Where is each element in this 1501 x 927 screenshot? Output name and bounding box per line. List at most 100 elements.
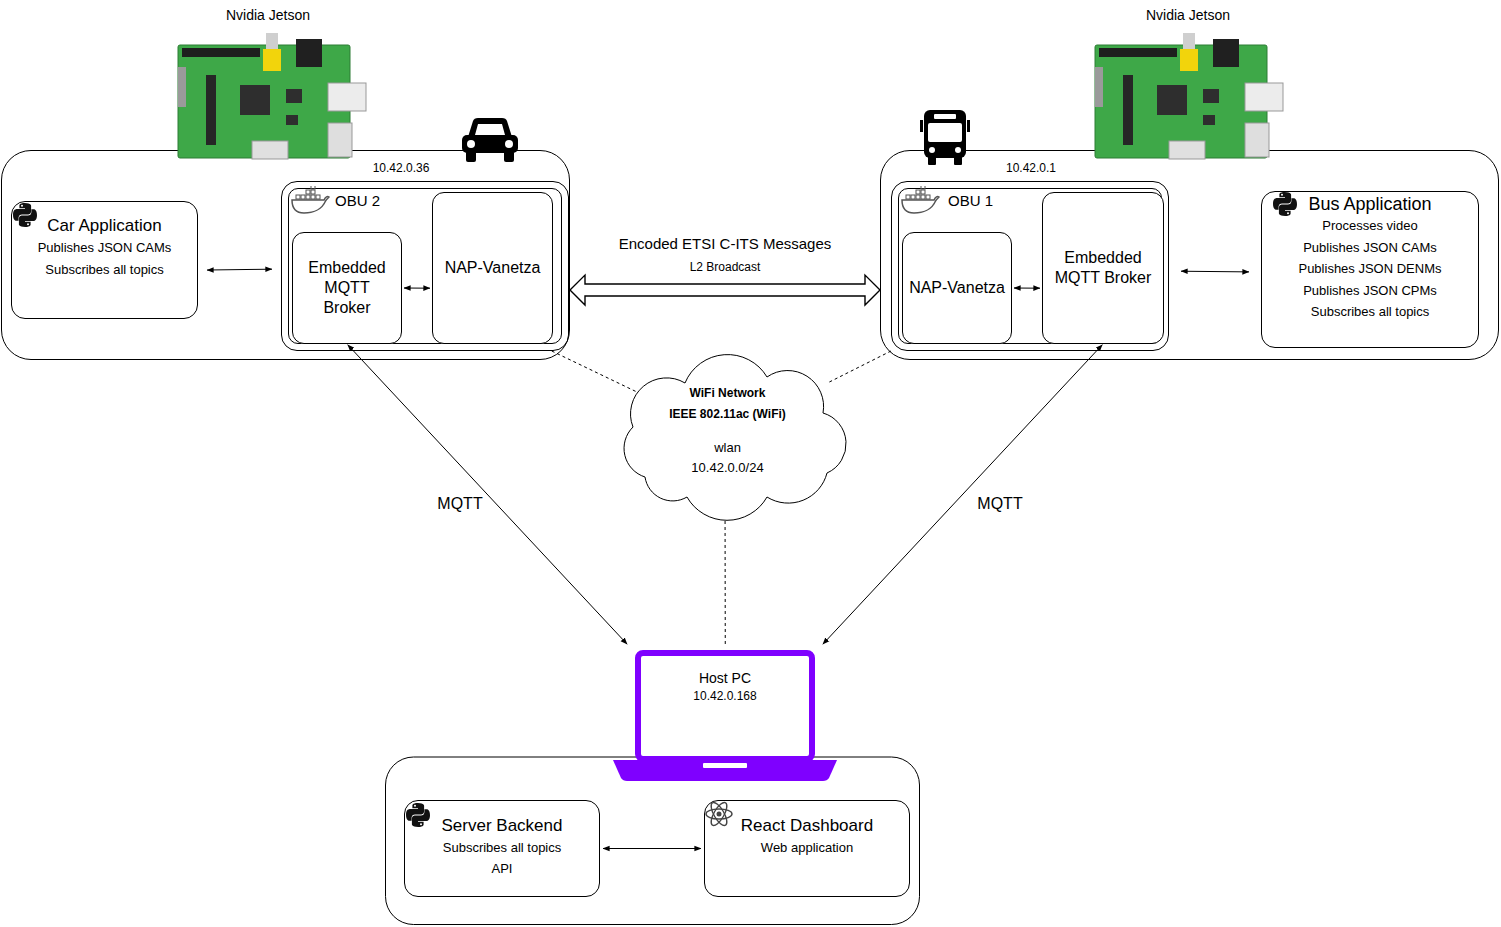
- node-text: Publishes JSON CPMs: [1303, 280, 1437, 302]
- node-title: Server Backend: [442, 815, 563, 837]
- node-title: WiFi Network: [690, 383, 766, 404]
- label-holder: L2 Broadcast: [687, 259, 764, 275]
- node-text: wlan: [714, 438, 741, 458]
- text-stack: [881, 151, 1498, 359]
- broadcast-arrow: [570, 275, 880, 305]
- device-label: Nvidia Jetson: [223, 7, 313, 23]
- node-text: Subscribes all topics: [45, 259, 164, 281]
- connector-arrow: [404, 288, 430, 289]
- bus-headlight: [955, 147, 961, 153]
- text-holder: Host PC: [675, 669, 775, 687]
- vehicle-boundary: NAP-Vanetza Embedded MQTT Broker OBU 1 Bus …: [880, 150, 1499, 360]
- link-caption: L2 Broadcast: [687, 259, 764, 275]
- network-link: [552, 351, 640, 394]
- bus-sign: [934, 114, 956, 119]
- node-title: Bus Application: [1308, 193, 1431, 215]
- car-headlight: [505, 140, 513, 148]
- vehicle-boundary: Car ApplicationPublishes JSON CAMsSubscr…: [1, 150, 570, 360]
- label-holder: Nvidia Jetson: [223, 7, 313, 23]
- node-title: Host PC: [675, 669, 775, 687]
- car-roof: [468, 118, 512, 137]
- text-stack: React DashboardWeb application: [705, 801, 909, 896]
- cloud-shape: [624, 355, 846, 521]
- node-text: Embedded MQTT Broker: [299, 258, 395, 318]
- text-stack: Server BackendSubscribes all topicsAPI: [405, 801, 599, 896]
- laptop-notch: [703, 763, 747, 768]
- connector-arrow: [1181, 271, 1249, 273]
- node-text: Subscribes all topics: [1311, 301, 1430, 323]
- mqtt-broker-box: Embedded MQTT Broker: [1042, 192, 1164, 344]
- network-link: [828, 351, 891, 383]
- node-text: Publishes JSON DENMs: [1298, 258, 1441, 280]
- nap-vanetza-box: NAP-Vanetza: [432, 192, 553, 344]
- bus-mirror: [920, 120, 923, 132]
- text-stack: NAP-Vanetza: [903, 233, 1011, 343]
- car-icon: [462, 118, 518, 162]
- connector-arrow: [823, 345, 1103, 645]
- text-holder: 10.42.0.36: [341, 159, 461, 177]
- node-title: React Dashboard: [741, 815, 873, 837]
- edge-label-holder: Encoded ETSI C-ITS Messages: [616, 235, 835, 253]
- text-holder: OBU 2: [335, 192, 380, 210]
- host-pc: Server BackendSubscribes all topicsAPI Re…: [385, 645, 920, 925]
- node-text: 10.42.0.36: [341, 159, 461, 177]
- node-text: 10.42.0.0/24: [691, 458, 763, 478]
- application-box: Bus ApplicationProcesses videoPublishes …: [1261, 191, 1479, 348]
- node-text: Embedded MQTT Broker: [1049, 248, 1157, 288]
- node-text: Web application: [761, 837, 853, 858]
- car-body: [462, 135, 518, 153]
- text-holder: OBU 1: [948, 192, 993, 210]
- edge-label: MQTT: [974, 495, 1025, 513]
- connector-arrow: [207, 269, 272, 271]
- car-windshield: [475, 124, 505, 135]
- node-text: Publishes JSON CAMs: [1303, 237, 1437, 259]
- node-text: 10.42.0.168: [675, 687, 775, 705]
- react-icon: [706, 800, 732, 828]
- edge-label: MQTT: [434, 495, 485, 513]
- node-text: 10.42.0.1: [971, 159, 1091, 177]
- network-link: [725, 509, 726, 645]
- node-title: Car Application: [47, 215, 161, 237]
- node-text: NAP-Vanetza: [909, 278, 1005, 298]
- connector-arrow: [603, 848, 701, 849]
- edge-label-holder: MQTT: [434, 495, 485, 513]
- jetson-board: [1095, 33, 1283, 159]
- text-stack: Bus ApplicationProcesses videoPublishes …: [1262, 192, 1478, 347]
- car-wheel: [466, 151, 476, 162]
- application-box: Car ApplicationPublishes JSON CAMsSubscr…: [11, 201, 198, 319]
- text-stack: NAP-Vanetza: [433, 193, 552, 343]
- wifi-network-cloud: WiFi NetworkIEEE 802.11ac (WiFi) wlan10.4…: [605, 355, 850, 509]
- text-stack: Embedded MQTT Broker: [1043, 193, 1163, 343]
- text-stack: Car ApplicationPublishes JSON CAMsSubscr…: [12, 202, 197, 318]
- python-icon: [13, 203, 37, 227]
- edge-label-holder: MQTT: [974, 495, 1025, 513]
- node-text: NAP-Vanetza: [445, 258, 541, 278]
- label-holder: Nvidia Jetson: [1143, 7, 1233, 23]
- host-group-border: [386, 757, 920, 925]
- device-label: Nvidia Jetson: [1143, 7, 1233, 23]
- car-headlight: [467, 140, 475, 148]
- text-stack: Embedded MQTT Broker: [293, 233, 401, 343]
- node-text: Processes video: [1322, 215, 1417, 237]
- python-icon: [406, 803, 430, 827]
- text-stack: WiFi NetworkIEEE 802.11ac (WiFi) wlan10.4…: [605, 355, 850, 509]
- node-text: IEEE 802.11ac (WiFi): [669, 404, 786, 425]
- jetson-board: [178, 33, 366, 159]
- bus-wheel: [928, 156, 936, 165]
- text-stack: [385, 645, 920, 925]
- connector-arrow: [348, 345, 628, 645]
- node-text: OBU 2: [335, 192, 380, 210]
- docker-icon: [902, 185, 939, 213]
- cloud-outline: [605, 355, 850, 505]
- node-text: Subscribes all topics: [443, 837, 562, 858]
- node-text: Publishes JSON CAMs: [38, 237, 172, 259]
- connector-arrow: [1014, 288, 1040, 289]
- python-icon: [1273, 192, 1297, 216]
- edge-label: Encoded ETSI C-ITS Messages: [616, 235, 835, 253]
- bus-windshield: [928, 123, 962, 142]
- bus-icon: [920, 110, 970, 165]
- text-holder: 10.42.0.168: [675, 687, 775, 705]
- text-holder: 10.42.0.1: [971, 159, 1091, 177]
- bus-wheel: [954, 156, 962, 165]
- docker-icon: [292, 185, 329, 213]
